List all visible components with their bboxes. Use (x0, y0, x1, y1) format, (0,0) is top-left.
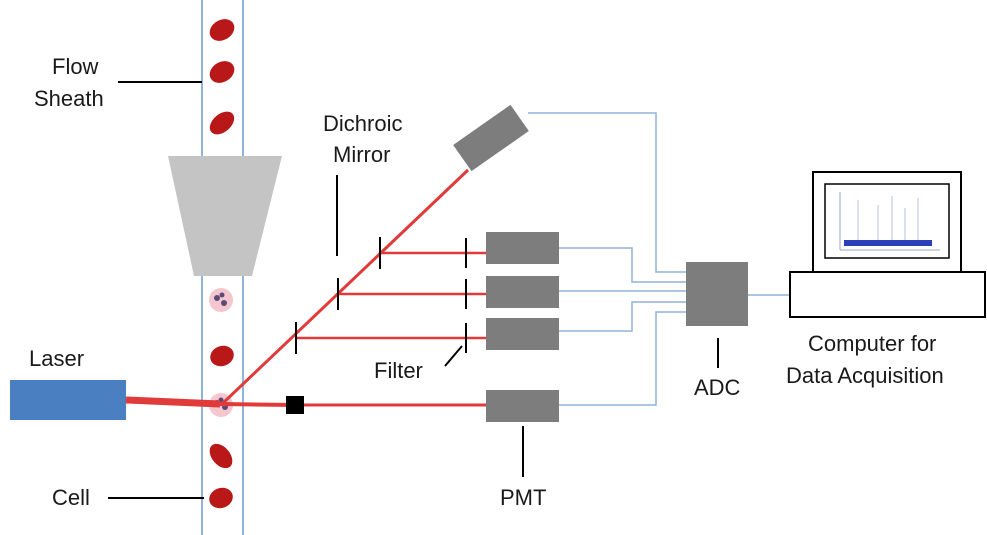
wire (559, 247, 686, 283)
leader-lines (108, 81, 719, 499)
computer-base (789, 271, 986, 318)
red-cell (209, 443, 233, 469)
cells (209, 19, 235, 509)
red-cell (209, 487, 233, 509)
plot-signal-band (844, 240, 932, 246)
dichroic-label-line2: Mirror (333, 142, 390, 167)
red-cell (210, 345, 234, 367)
pmt-box (486, 276, 559, 308)
pmt-box (486, 390, 559, 422)
filter-leader (444, 345, 463, 367)
laser-label: Laser (29, 346, 84, 371)
side-scatter-beam (220, 168, 470, 406)
wire (559, 311, 686, 406)
adc-label: ADC (694, 375, 741, 400)
dichroic-label-line1: Dichroic (323, 111, 402, 136)
laser-beams (125, 168, 486, 408)
flow-sheath-label-line2: Sheath (34, 86, 104, 111)
side-detector (453, 104, 529, 172)
forward-scatter-beam (219, 402, 295, 407)
computer (789, 171, 986, 318)
filter-label: Filter (374, 358, 423, 383)
computer-label-line2: Data Acquisition (786, 363, 944, 388)
labeled-cell (209, 288, 233, 312)
incident-beam (125, 396, 221, 408)
pmt-box (486, 232, 559, 264)
cell-label: Cell (52, 485, 90, 510)
signal-wires (528, 112, 790, 406)
red-cell (209, 19, 235, 41)
red-cell (209, 111, 235, 135)
laser-source (10, 380, 126, 420)
adc-box (686, 262, 748, 326)
pmt-detectors (486, 232, 559, 422)
wire (528, 112, 686, 273)
monitor-screen (824, 183, 950, 259)
text-labels: Flow Sheath Dichroic Mirror Laser Cell F… (29, 54, 944, 510)
pmt-box (486, 318, 559, 350)
wire (559, 301, 686, 332)
nozzle (168, 156, 282, 276)
flow-sheath-label-line1: Flow (52, 54, 99, 79)
dichroic-mirrors (295, 237, 381, 354)
red-cell (209, 61, 235, 83)
computer-label-line1: Computer for (808, 331, 936, 356)
beam-block (286, 396, 304, 414)
plot-spikes (857, 196, 919, 241)
pmt-label: PMT (500, 485, 546, 510)
